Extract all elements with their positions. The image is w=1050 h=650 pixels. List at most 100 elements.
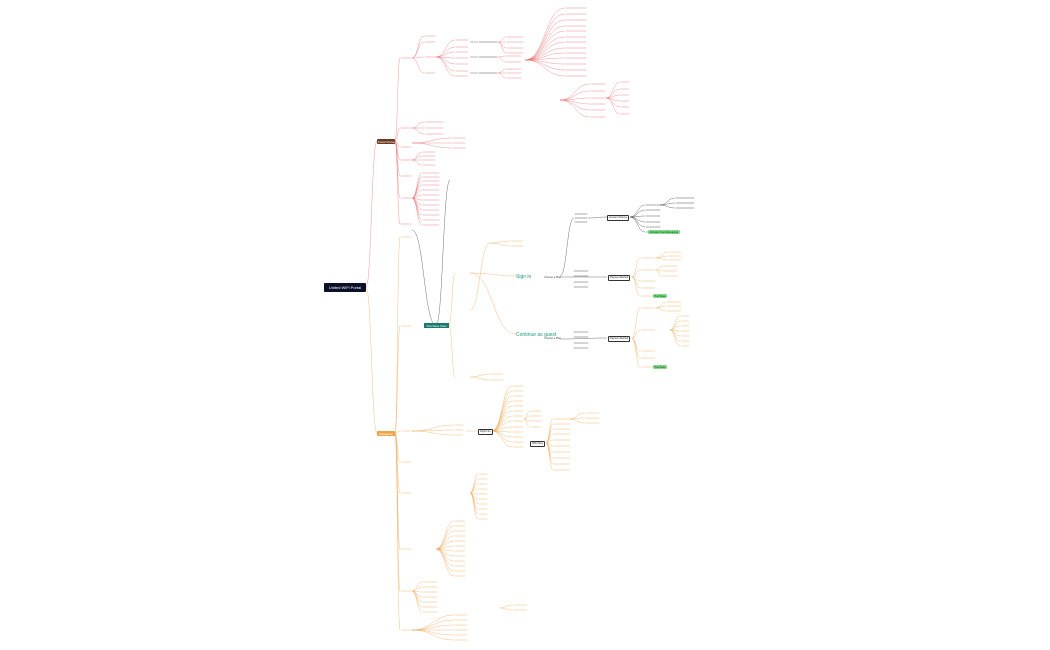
connector-line [631, 329, 641, 339]
connector-line [497, 36, 507, 43]
connector-line [631, 307, 641, 339]
connector-line [491, 430, 513, 443]
sign-in-node[interactable]: Sign in [516, 274, 532, 280]
connector-line [411, 614, 455, 631]
connector-line [469, 376, 491, 381]
connector-line [394, 140, 401, 148]
travel-portal-node[interactable]: Travel Portal [377, 139, 395, 144]
connector-line [491, 385, 513, 432]
connector-line [411, 180, 423, 199]
connector-line [394, 432, 401, 463]
connector-line [631, 276, 641, 297]
connector-line [569, 417, 585, 420]
connector-line [631, 337, 641, 359]
navigation-node[interactable]: Navigation [377, 431, 395, 436]
connector-line [448, 272, 456, 326]
connector-line [669, 329, 681, 342]
connector-line [394, 236, 401, 434]
connector-line [469, 492, 479, 505]
connector-line [524, 59, 566, 77]
connector-line [411, 197, 423, 216]
connector-line [499, 604, 513, 609]
connector-line [394, 325, 401, 434]
connector-line [569, 418, 585, 424]
connector-line [524, 41, 566, 61]
connector-line [469, 473, 479, 494]
connector-line [411, 430, 455, 436]
connector-line [411, 624, 455, 631]
account-scheme-box[interactable]: Account Scheme [607, 215, 630, 221]
connector-line [559, 217, 575, 277]
continue-guest-node[interactable]: Continue as guest [516, 332, 557, 338]
connector-line [655, 257, 669, 261]
connector-line [394, 57, 401, 142]
connector-line [631, 337, 641, 368]
connector-line [411, 197, 423, 226]
root-node[interactable]: United WiFi Portal [324, 283, 366, 292]
connector-line [545, 442, 554, 471]
connector-line [605, 97, 621, 115]
connector-line [669, 320, 681, 331]
connector-line [631, 337, 641, 352]
connector-line [435, 39, 456, 58]
payment-method-box[interactable]: Payment Method [608, 275, 631, 281]
connector-line [497, 55, 507, 58]
connector-line [469, 483, 479, 494]
connector-line [411, 159, 423, 166]
connector-line [545, 418, 554, 444]
connector-line [491, 390, 513, 432]
connector-line [394, 432, 401, 550]
connector-line [411, 41, 425, 59]
connector-line [394, 140, 401, 225]
connector-line [655, 307, 667, 312]
connector-line [524, 19, 566, 61]
connector-line [411, 429, 455, 432]
connector-line [469, 373, 491, 378]
connector-line [365, 140, 378, 288]
connector-line [448, 324, 456, 378]
connector-line [524, 30, 566, 61]
purchase-flow-node[interactable]: Purchase Flow [424, 323, 449, 328]
connector-line [545, 442, 554, 465]
connector-line [491, 415, 513, 432]
connector-line [411, 121, 425, 129]
purchase-button[interactable]: Purchase [653, 294, 667, 298]
connector-line [497, 68, 507, 74]
connector-line [491, 400, 513, 432]
payment-method-guest-box[interactable]: Payment Method [608, 336, 631, 342]
connector-line [411, 590, 423, 613]
connector-line [394, 432, 401, 494]
connector-line [411, 581, 423, 592]
wifi-pass-box[interactable]: WiFi Pass [530, 441, 545, 447]
connector-line [411, 629, 455, 636]
activate-free-messaging-button[interactable]: Activate Free Messaging [648, 230, 680, 234]
connector-line [491, 420, 513, 432]
connector-line [631, 257, 641, 278]
connector-line [523, 418, 531, 428]
connector-line [469, 272, 517, 335]
connector-line [411, 619, 455, 631]
connector-line [411, 127, 425, 135]
connector-line [629, 216, 646, 233]
connector-line [469, 492, 479, 520]
connector-line [605, 88, 621, 99]
connector-line [469, 272, 517, 277]
connector-line [365, 286, 378, 434]
connector-line [659, 204, 676, 209]
connector-line [629, 216, 646, 228]
connector-line [411, 35, 425, 59]
connector-line [394, 127, 401, 142]
choose-plan-node[interactable]: Choose a Plan [544, 276, 562, 279]
connector-line [411, 142, 453, 149]
flight-info-box[interactable]: Flight Info [478, 429, 493, 435]
connector-line [435, 56, 456, 77]
connector-line [524, 13, 566, 61]
connector-line [489, 242, 511, 247]
purchase-guest-button[interactable]: Purchase [653, 365, 667, 369]
connector-line [497, 41, 507, 54]
connector-line [411, 56, 425, 59]
choose-plan-guest-node[interactable]: Choose a Plan [544, 337, 562, 340]
connector-line [411, 57, 425, 74]
connector-line [559, 337, 608, 340]
